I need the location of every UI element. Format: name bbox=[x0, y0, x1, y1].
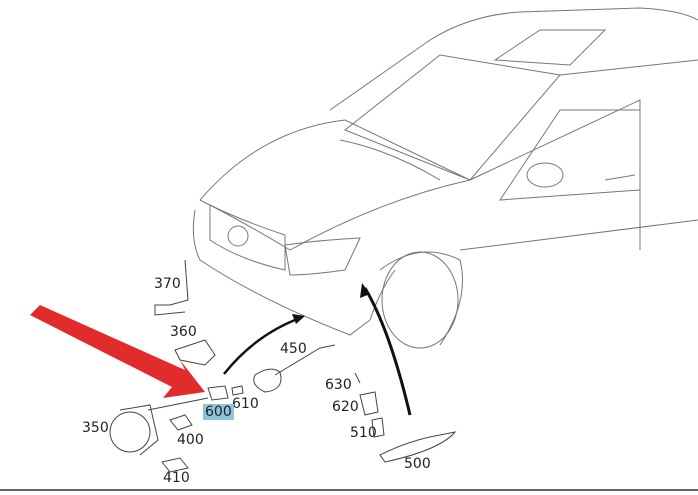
part-630 bbox=[354, 372, 361, 384]
sunroof bbox=[493, 29, 607, 66]
part-label-600: 600 bbox=[203, 404, 234, 420]
part-label-450: 450 bbox=[280, 341, 307, 357]
part-label-630: 630 bbox=[325, 377, 352, 393]
door-handle bbox=[604, 174, 636, 181]
arrow-to-wheel bbox=[363, 287, 412, 416]
part-370-bulb bbox=[154, 259, 189, 316]
part-360-bulb bbox=[174, 339, 216, 366]
part-510-bulb bbox=[371, 417, 385, 438]
part-620 bbox=[359, 391, 379, 416]
part-450-harness bbox=[253, 344, 336, 393]
windshield bbox=[344, 54, 561, 181]
part-label-350: 350 bbox=[82, 420, 109, 436]
part-350-foglamp bbox=[109, 411, 151, 453]
part-410-clip bbox=[161, 457, 189, 473]
part-label-370: 370 bbox=[154, 276, 181, 292]
front-wheel-arch bbox=[379, 251, 463, 346]
front-wheel bbox=[381, 251, 459, 349]
part-label-620: 620 bbox=[332, 399, 359, 415]
arrow-head-wheel bbox=[360, 283, 370, 298]
part-600-socket bbox=[207, 385, 229, 401]
side-window bbox=[499, 109, 641, 201]
bottom-border bbox=[0, 489, 698, 495]
part-label-400: 400 bbox=[177, 432, 204, 448]
side-body bbox=[459, 59, 698, 251]
part-500-indicator bbox=[379, 431, 457, 463]
headlight bbox=[284, 237, 361, 276]
part-label-410: 410 bbox=[163, 470, 190, 486]
part-label-360: 360 bbox=[170, 324, 197, 340]
part-350-housing bbox=[119, 397, 209, 456]
bumper bbox=[192, 209, 396, 336]
mercedes-star bbox=[227, 225, 249, 247]
part-label-510: 510 bbox=[350, 425, 377, 441]
car-roof bbox=[329, 7, 698, 111]
hood-line bbox=[339, 139, 441, 181]
red-pointer-arrow bbox=[30, 305, 205, 398]
part-label-500: 500 bbox=[404, 456, 431, 472]
part-label-610: 610 bbox=[232, 396, 259, 412]
hood bbox=[199, 119, 472, 251]
mirror bbox=[526, 162, 564, 188]
grille bbox=[209, 204, 286, 271]
arrow-to-bumper bbox=[223, 316, 301, 375]
part-610-bulb bbox=[231, 385, 244, 396]
arrow-head-bumper bbox=[292, 314, 305, 324]
part-400-screw bbox=[169, 414, 193, 431]
